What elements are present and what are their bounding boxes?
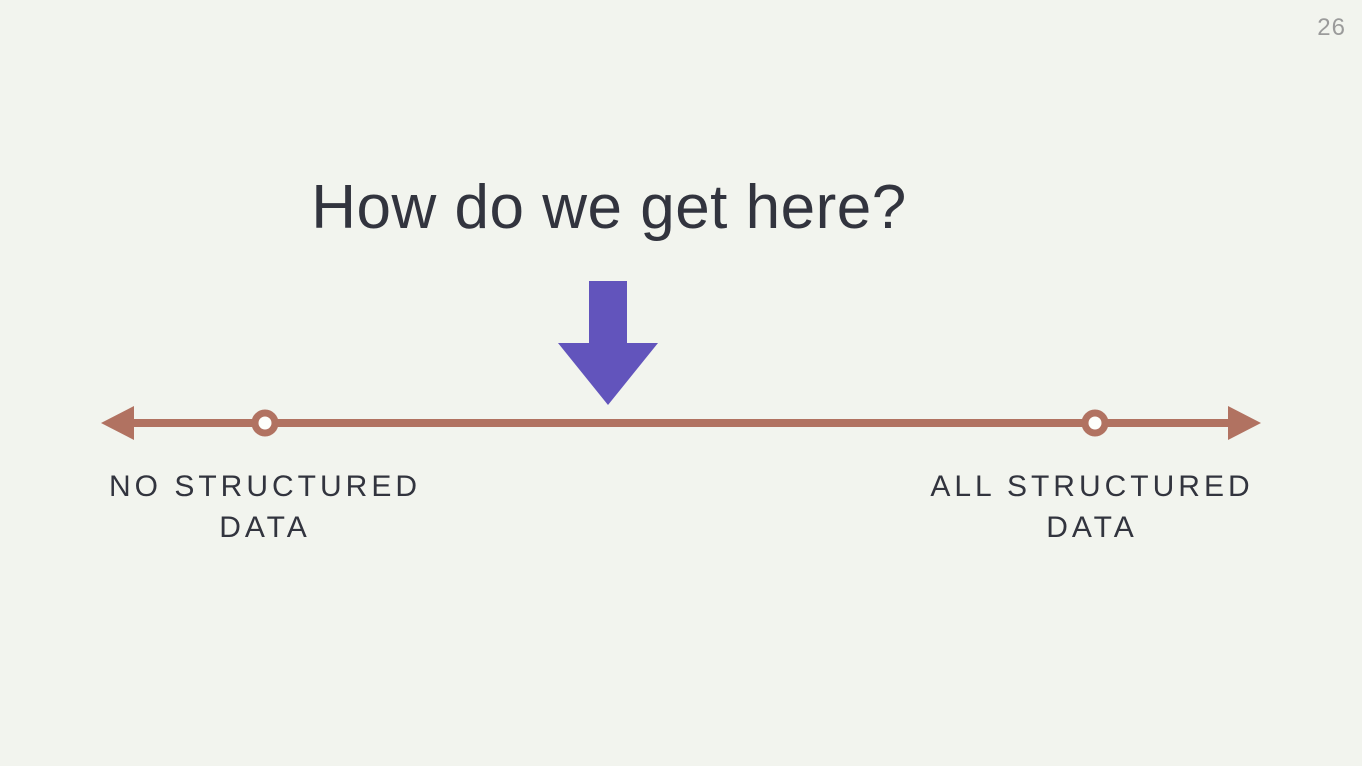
axis-label-all-structured-data: ALL STRUCTURED DATA xyxy=(930,470,1254,544)
spectrum-axis xyxy=(101,406,1261,440)
slide-title: How do we get here? xyxy=(311,173,907,242)
right-ring-marker-icon xyxy=(1081,409,1109,437)
right-arrowhead-icon xyxy=(1228,406,1261,440)
page-number: 26 xyxy=(1317,14,1346,41)
axis-label-no-structured-data: NO STRUCTURED DATA xyxy=(109,470,421,544)
down-arrow-icon xyxy=(558,281,658,405)
left-arrowhead-icon xyxy=(101,406,134,440)
left-ring-marker-icon xyxy=(251,409,279,437)
